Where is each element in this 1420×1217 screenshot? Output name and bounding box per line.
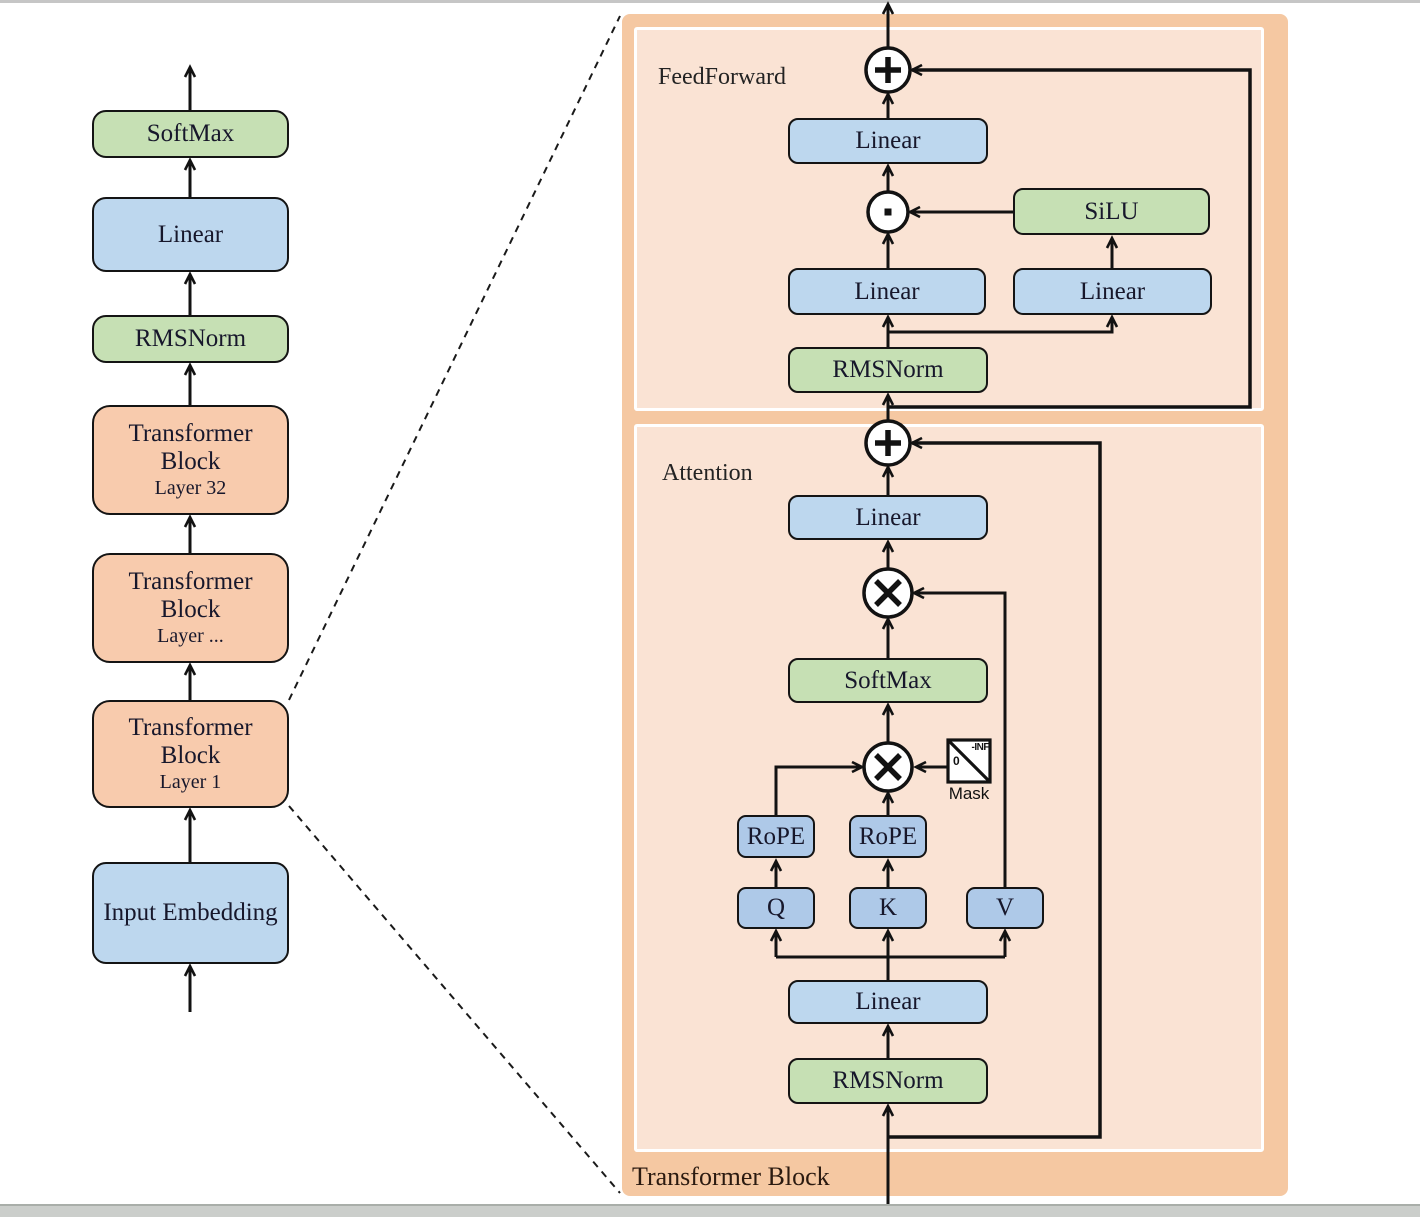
block-title: Transformer Block (128, 714, 253, 770)
rope-k-label: RoPE (858, 822, 918, 850)
attn-linear-out-label: Linear (855, 503, 921, 531)
rmsnorm-block: RMSNorm (92, 315, 289, 363)
block-subtitle: Layer 1 (159, 771, 222, 794)
silu-label: SiLU (1084, 197, 1139, 225)
attn-rmsnorm: RMSNorm (788, 1058, 988, 1104)
rope-k: RoPE (849, 815, 927, 858)
input-embedding-block: Input Embedding (92, 862, 289, 964)
transformer-block-layer-32: Transformer Block Layer 32 (92, 405, 289, 515)
mask-zero-text: 0 (953, 754, 960, 768)
ffn-rmsnorm: RMSNorm (788, 347, 988, 393)
ffn-linear-out-label: Linear (855, 127, 921, 154)
q-projection: Q (737, 887, 815, 929)
ffn-linear-right: Linear (1013, 268, 1212, 315)
q-label: Q (766, 894, 786, 921)
feedforward-section-label: FeedForward (658, 64, 786, 90)
ffn-linear-right-label: Linear (1079, 277, 1146, 305)
softmax-block: SoftMax (92, 110, 289, 158)
k-projection: K (849, 887, 927, 929)
rope-q-label: RoPE (746, 822, 806, 850)
mask-glyph: -INF 0 (948, 740, 990, 782)
ffn-linear-out: Linear (788, 118, 988, 164)
block-subtitle: Layer ... (157, 625, 224, 648)
attn-linear-out: Linear (788, 495, 988, 540)
mask-label: Mask (948, 784, 990, 803)
input-embedding-label: Input Embedding (103, 899, 278, 926)
transformer-block-layer-1: Transformer Block Layer 1 (92, 700, 289, 808)
ffn-linear-left-label: Linear (854, 277, 920, 305)
k-label: K (878, 894, 898, 921)
transformer-block-layer-mid: Transformer Block Layer ... (92, 553, 289, 663)
softmax-label: SoftMax (146, 120, 235, 147)
rope-q: RoPE (737, 815, 815, 858)
ffn-linear-left: Linear (788, 268, 986, 315)
linear-block: Linear (92, 197, 289, 272)
expansion-dashed-lines (288, 15, 621, 1194)
block-title: Transformer Block (128, 420, 253, 476)
ffn-silu: SiLU (1013, 188, 1210, 235)
attn-softmax-label: SoftMax (844, 666, 932, 694)
block-title: Transformer Block (128, 568, 253, 624)
rmsnorm-label: RMSNorm (134, 325, 247, 352)
attn-rmsnorm-label: RMSNorm (832, 1067, 944, 1094)
attention-section-label: Attention (662, 460, 753, 486)
ffn-rmsnorm-label: RMSNorm (832, 356, 944, 383)
window-bottom-edge (0, 1204, 1420, 1217)
window-top-edge (0, 0, 1420, 3)
mask-neg-inf-text: -INF (971, 742, 990, 753)
transformer-block-panel-label: Transformer Block (632, 1162, 830, 1191)
linear-label: Linear (157, 220, 224, 248)
attn-linear-qkv: Linear (788, 980, 988, 1024)
v-projection: V (966, 887, 1044, 929)
attn-softmax: SoftMax (788, 658, 988, 703)
v-label: V (995, 894, 1015, 921)
attn-linear-qkv-label: Linear (855, 988, 921, 1015)
block-subtitle: Layer 32 (154, 477, 227, 500)
